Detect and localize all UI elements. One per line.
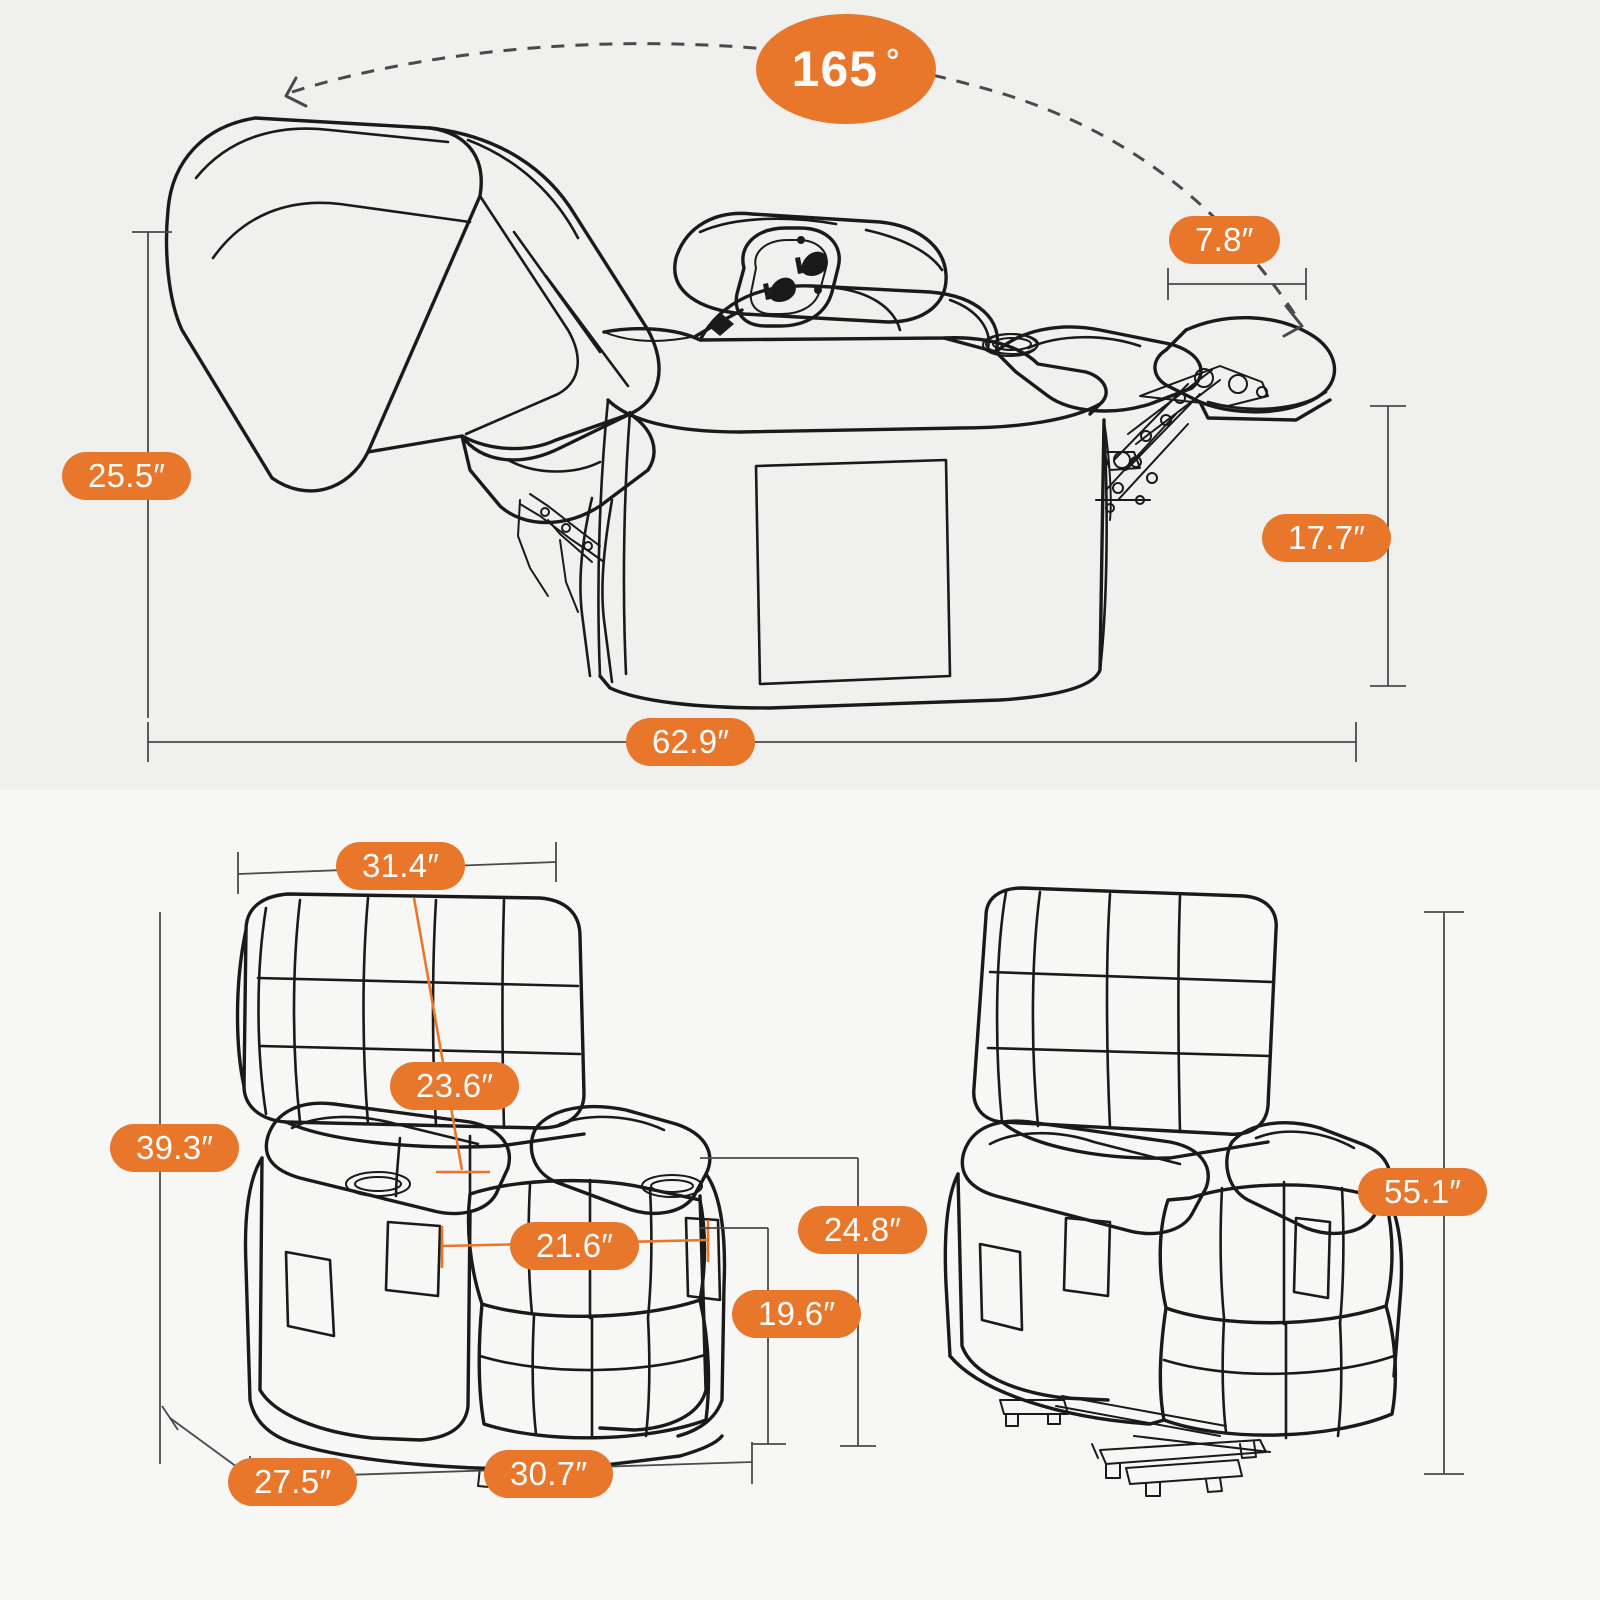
degree-symbol: ° [886,42,901,79]
dimension-badge-seat-height-inner: 19.6″ [732,1290,862,1338]
dimension-badge-backrest-height: 23.6″ [390,1062,520,1110]
bottom-right-recliner-illustration [943,886,1404,1497]
dimension-badge-base-depth: 27.5″ [228,1458,358,1506]
top-panel-background [0,0,1600,790]
dimension-badge-lifted-height: 55.1″ [1358,1168,1488,1216]
top-recliner-illustration [164,116,1337,710]
dimension-badge-seat-height: 25.5″ [62,452,192,500]
dimension-badge-overall-length: 62.9″ [626,718,756,766]
footrest-mechanism [1095,365,1269,521]
dimension-badge-overall-width: 31.4″ [336,842,466,890]
dimension-badge-footrest-height: 17.7″ [1262,514,1392,562]
dimension-badge-footrest-extension: 7.8″ [1169,216,1280,264]
dimension-badge-seat-depth: 24.8″ [798,1206,928,1254]
recline-angle-badge: 165° [756,14,936,124]
dimension-badge-overall-height: 39.3″ [110,1124,240,1172]
recline-angle-value: 165 [791,41,879,97]
dimension-badge-base-width: 30.7″ [484,1450,614,1498]
bottom-left-recliner-illustration [235,892,727,1489]
lift-frame-illustration [999,1395,1271,1497]
dimension-badge-seat-width: 21.6″ [510,1222,640,1270]
